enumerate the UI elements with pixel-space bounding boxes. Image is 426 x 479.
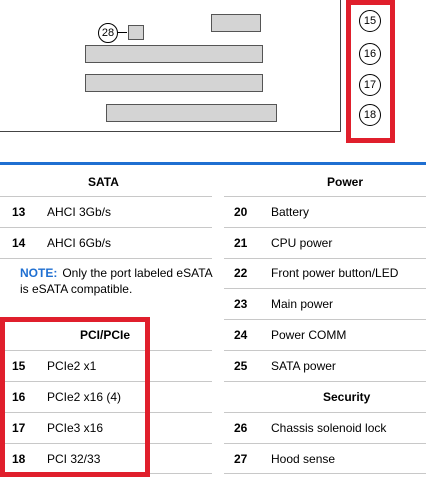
table-top-rule bbox=[0, 162, 426, 165]
row-divider bbox=[224, 258, 426, 259]
table-row-label: PCIe2 x1 bbox=[47, 359, 97, 373]
esata-note: NOTE:Only the port labeled eSATA is eSAT… bbox=[20, 265, 215, 297]
expansion-slot bbox=[85, 74, 263, 92]
callout-15: 15 bbox=[359, 10, 381, 32]
pci-header: PCI/PCIe bbox=[80, 328, 131, 342]
row-divider bbox=[224, 443, 426, 444]
row-divider bbox=[224, 473, 426, 474]
note-label: NOTE: bbox=[20, 266, 58, 280]
board-outline-right bbox=[340, 0, 341, 132]
table-row-num: 21 bbox=[234, 236, 248, 250]
row-divider bbox=[224, 196, 426, 197]
table-row-label: SATA power bbox=[271, 359, 336, 373]
jumper-component bbox=[128, 25, 144, 40]
row-divider bbox=[224, 350, 426, 351]
row-divider bbox=[224, 288, 426, 289]
table-row-label: Chassis solenoid lock bbox=[271, 421, 387, 435]
row-divider bbox=[0, 412, 212, 413]
board-component-small bbox=[211, 14, 261, 32]
note-text: Only the port labeled eSATA is eSATA com… bbox=[20, 266, 212, 296]
power-header: Power bbox=[327, 175, 364, 189]
board-outline-bottom bbox=[0, 131, 340, 132]
table-row-num: 25 bbox=[234, 359, 248, 373]
row-divider bbox=[224, 227, 426, 228]
table-row-label: Power COMM bbox=[271, 328, 347, 342]
table-row-label: CPU power bbox=[271, 236, 333, 250]
table-row-label: PCI 32/33 bbox=[47, 452, 101, 466]
callout-28-leader bbox=[117, 32, 127, 33]
table-row-label: PCIe3 x16 bbox=[47, 421, 104, 435]
table-row-num: 22 bbox=[234, 266, 248, 280]
table-row-label: AHCI 3Gb/s bbox=[47, 205, 112, 219]
table-row-label: PCIe2 x16 (4) bbox=[47, 390, 122, 404]
table-row-num: 20 bbox=[234, 205, 248, 219]
row-divider bbox=[224, 381, 426, 382]
table-row-num: 14 bbox=[12, 236, 26, 250]
table-row-num: 26 bbox=[234, 421, 248, 435]
table-row-num: 17 bbox=[12, 421, 26, 435]
table-row-num: 18 bbox=[12, 452, 26, 466]
row-divider bbox=[224, 319, 426, 320]
callout-16: 16 bbox=[359, 43, 381, 65]
highlight-box-pci bbox=[0, 317, 150, 477]
table-row-label: Main power bbox=[271, 297, 334, 311]
table-row-num: 24 bbox=[234, 328, 248, 342]
sata-header: SATA bbox=[88, 175, 119, 189]
table-row-label: Hood sense bbox=[271, 452, 336, 466]
row-divider bbox=[224, 412, 426, 413]
table-row-num: 23 bbox=[234, 297, 248, 311]
table-row-label: AHCI 6Gb/s bbox=[47, 236, 112, 250]
table-row-num: 13 bbox=[12, 205, 26, 219]
row-divider bbox=[0, 258, 212, 259]
row-divider bbox=[0, 227, 212, 228]
callout-18: 18 bbox=[359, 104, 381, 126]
table-row-label: Battery bbox=[271, 205, 310, 219]
expansion-slot bbox=[85, 45, 263, 63]
highlight-box-callouts bbox=[346, 0, 395, 143]
callout-28: 28 bbox=[98, 23, 118, 43]
expansion-slot bbox=[106, 104, 277, 122]
row-divider bbox=[0, 196, 212, 197]
table-row-num: 15 bbox=[12, 359, 26, 373]
row-divider bbox=[0, 443, 212, 444]
security-header: Security bbox=[323, 390, 371, 404]
table-row-label: Front power button/LED bbox=[271, 266, 399, 280]
table-row-num: 16 bbox=[12, 390, 26, 404]
table-row-num: 27 bbox=[234, 452, 248, 466]
row-divider bbox=[0, 350, 212, 351]
callout-17: 17 bbox=[359, 74, 381, 96]
row-divider bbox=[0, 381, 212, 382]
